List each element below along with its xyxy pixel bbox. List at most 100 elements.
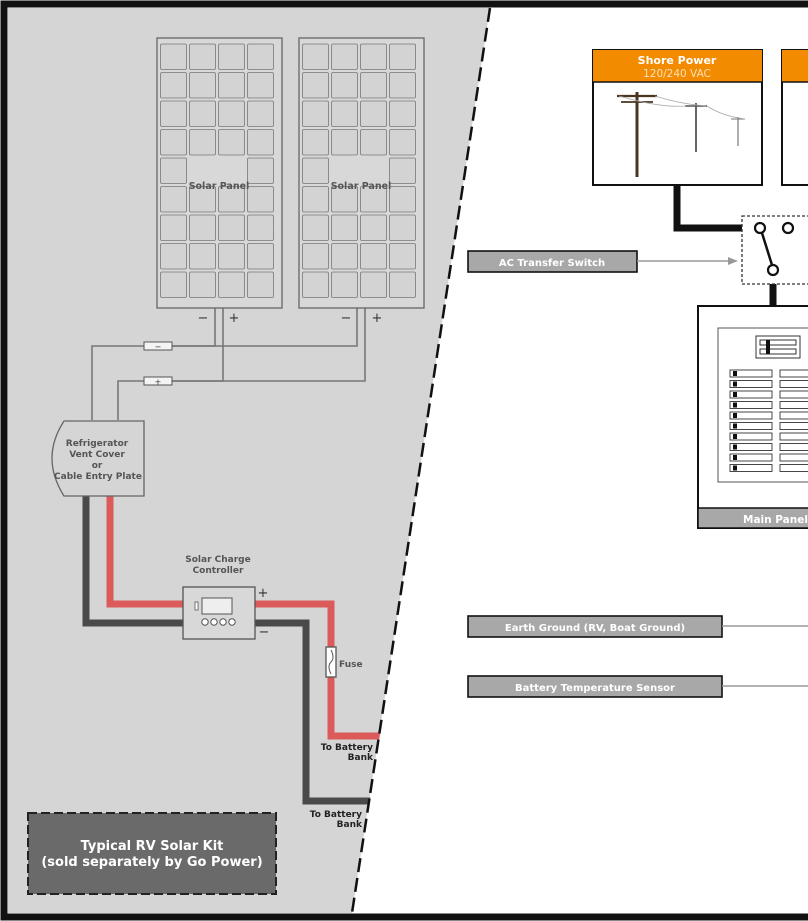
- breaker: [779, 401, 808, 409]
- breaker: [779, 422, 808, 430]
- solar-cell: [389, 214, 416, 241]
- breaker: [779, 453, 808, 462]
- solar-cell: [189, 271, 216, 298]
- breaker: [729, 411, 773, 420]
- solar-cell: [360, 186, 387, 213]
- solar-panel-2-neg: −: [341, 311, 352, 326]
- controller-button: [201, 618, 209, 626]
- solar-cell: [247, 243, 274, 270]
- solar-cell: [302, 43, 329, 70]
- solar-cell: [302, 157, 329, 184]
- solar-cell: [389, 186, 416, 213]
- solar-cell: [160, 100, 187, 127]
- solar-cell: [360, 214, 387, 241]
- ac-transfer-switch: [741, 215, 808, 285]
- pv-connector-pos-sign: +: [155, 378, 162, 387]
- controller-button: [210, 618, 218, 626]
- solar-cell: [160, 157, 187, 184]
- solar-cell: [331, 43, 358, 70]
- breaker: [729, 422, 773, 430]
- breaker: [779, 380, 808, 388]
- solar-cell: [160, 243, 187, 270]
- solar-panel-1-pos: +: [229, 311, 240, 326]
- solar-panel-2-pos: +: [372, 311, 383, 326]
- controller-pos: +: [258, 586, 269, 601]
- solar-cell: [218, 186, 245, 213]
- earth-ground-callout: Earth Ground (RV, Boat Ground): [467, 615, 808, 638]
- solar-cell: [302, 129, 329, 156]
- solar-cell: [247, 100, 274, 127]
- solar-cell: [247, 72, 274, 99]
- solar-cell: [331, 72, 358, 99]
- breaker: [779, 390, 808, 399]
- controller-label-line1: Solar Charge: [185, 555, 250, 565]
- breaker: [779, 369, 808, 378]
- section-divider: [350, 7, 492, 914]
- solar-cell: [218, 214, 245, 241]
- solar-cell: [160, 186, 187, 213]
- pv-connector-neg: −: [143, 341, 173, 352]
- shore-power-title: Shore Power: [638, 54, 717, 67]
- pv-connector-pos: +: [143, 376, 173, 387]
- solar-cell: [360, 129, 387, 156]
- solar-cell: [189, 129, 216, 156]
- vent-cover-line1: Refrigerator: [66, 439, 129, 449]
- main-panel-label: Main Panel: [743, 514, 808, 526]
- breaker: [729, 390, 773, 399]
- solar-cell: [247, 186, 274, 213]
- solar-cell: [360, 100, 387, 127]
- main-panel: Main Panel: [697, 305, 808, 529]
- solar-kit-subtitle: (sold separately by Go Power): [41, 855, 262, 870]
- solar-cell: [218, 72, 245, 99]
- solar-cell: [247, 214, 274, 241]
- vent-cover-line2: Vent Cover: [69, 450, 125, 460]
- solar-cell: [218, 43, 245, 70]
- battery-temp-sensor-label: Battery Temperature Sensor: [515, 683, 675, 694]
- solar-cell: [389, 271, 416, 298]
- main-breaker: [755, 335, 801, 359]
- solar-cell: [331, 214, 358, 241]
- breaker: [779, 443, 808, 451]
- battery-label-1-line2: Bank: [348, 753, 374, 763]
- solar-cell: [331, 100, 358, 127]
- solar-cell: [360, 243, 387, 270]
- solar-cell: [389, 243, 416, 270]
- solar-cell: [189, 72, 216, 99]
- solar-cell: [247, 129, 274, 156]
- solar-cell: [189, 186, 216, 213]
- controller-button: [219, 618, 227, 626]
- battery-label-2-line2: Bank: [337, 820, 363, 830]
- solar-cell: [218, 129, 245, 156]
- solar-cell: [160, 43, 187, 70]
- solar-cell: [360, 43, 387, 70]
- pv-connector-neg-sign: −: [155, 343, 162, 352]
- solar-charge-controller: [182, 586, 256, 640]
- controller-display: [201, 597, 233, 615]
- dark-negative-wire-1: [82, 496, 184, 627]
- shore-power-wire: [673, 186, 743, 232]
- main-panel-label-bar: [697, 507, 808, 529]
- breaker: [779, 432, 808, 441]
- solar-cell: [160, 214, 187, 241]
- secondary-power-box: [781, 49, 808, 186]
- red-positive-wire-1: [106, 496, 184, 608]
- solar-cell: [302, 214, 329, 241]
- solar-cell: [189, 43, 216, 70]
- power-line-icon: [617, 92, 746, 177]
- solar-cell: [247, 271, 274, 298]
- breaker: [729, 401, 773, 409]
- solar-panel-2: [298, 37, 425, 309]
- shore-power-subtitle: 120/240 VAC: [643, 68, 711, 80]
- breaker: [729, 369, 773, 378]
- fuse: [325, 646, 337, 678]
- battery-label-1-line1: To Battery: [321, 743, 373, 753]
- solar-cell: [389, 100, 416, 127]
- solar-cell: [302, 243, 329, 270]
- solar-cell: [218, 243, 245, 270]
- shore-power-header: [593, 50, 762, 82]
- solar-panel-2-label: Solar Panel: [331, 181, 392, 192]
- solar-cell: [389, 157, 416, 184]
- solar-cell: [247, 157, 274, 184]
- solar-cell: [160, 129, 187, 156]
- breaker: [729, 432, 773, 441]
